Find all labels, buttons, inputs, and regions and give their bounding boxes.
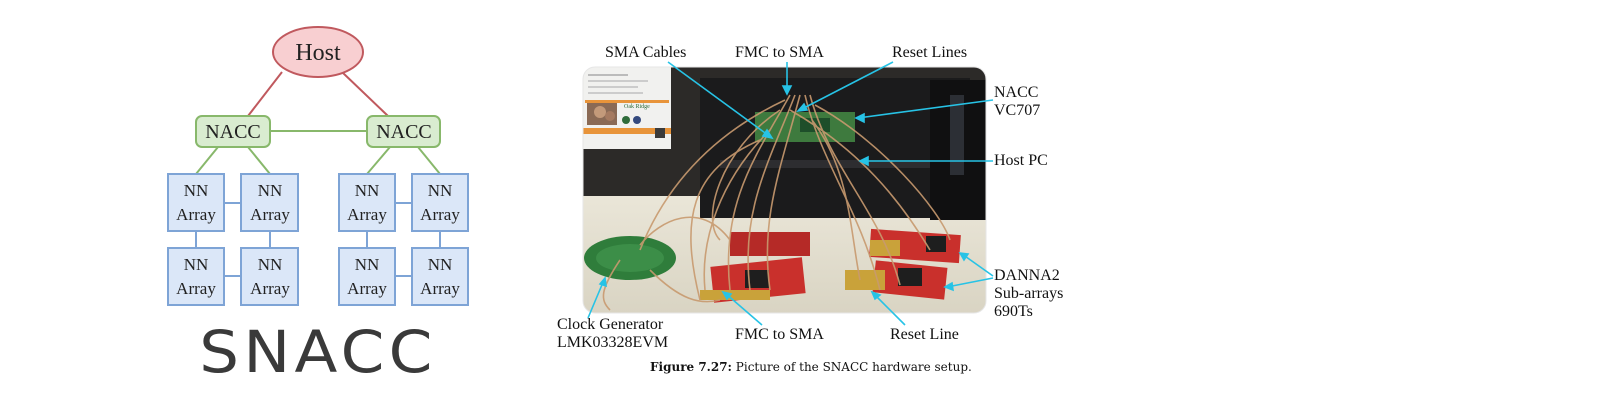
sma-cables (602, 94, 951, 311)
figure-caption-prefix: Figure 7.27: (650, 360, 732, 374)
snacc-logo: SNACC (199, 319, 436, 386)
nacc-right-label: NACC (376, 121, 432, 143)
hardware-photo: Oak Ridge (583, 67, 986, 313)
nn-array-label-line2: Array (420, 279, 460, 298)
nn-array-node: NN Array (411, 173, 469, 232)
label-danna2-line2: Sub-arrays (994, 285, 1064, 302)
label-sma-cables: SMA Cables (605, 44, 687, 61)
nn-array-node: NN Array (240, 247, 299, 306)
nn-array-node: NN Array (338, 173, 396, 232)
label-clock-line2: LMK03328EVM (557, 334, 669, 351)
label-nacc-line1: NACC (994, 84, 1039, 101)
nacc-right-to-nn3 (366, 146, 391, 175)
pointer-fmc-bottom (724, 292, 763, 326)
pointer-danna2-b (946, 277, 994, 288)
figure-caption-text: Picture of the SNACC hardware setup. (731, 360, 972, 374)
label-fmc-to-sma-top: FMC to SMA (735, 44, 824, 61)
nn-array-label-line2: Array (250, 279, 290, 298)
nn-array-label-line1: NN (355, 181, 380, 200)
host-to-nacc-right-edge (341, 71, 389, 117)
host-node (272, 26, 364, 78)
label-clock-line1: Clock Generator (557, 316, 664, 333)
nn-array-label-line2: Array (420, 205, 460, 224)
pointer-reset-line (873, 293, 906, 326)
pointer-reset-lines (799, 61, 894, 111)
nacc-right-to-nn4 (417, 146, 441, 175)
diagram-connectors (195, 71, 441, 277)
nn-array-node: NN Array (411, 247, 469, 306)
nacc-left-to-nn1 (195, 146, 219, 175)
label-reset-lines: Reset Lines (892, 44, 968, 61)
poster: Oak Ridge (583, 67, 671, 149)
nn-array-label-line1: NN (428, 255, 453, 274)
photo-pointers (587, 61, 994, 326)
nacc-left-label: NACC (205, 121, 261, 143)
nn-array-label-line1: NN (258, 181, 283, 200)
pointer-nacc (857, 99, 994, 119)
label-fmc-to-sma-bottom: FMC to SMA (735, 326, 824, 343)
label-danna2-line3: 690Ts (994, 303, 1033, 320)
label-danna2-line1: DANNA2 (994, 267, 1060, 284)
label-nacc-line2: VC707 (994, 102, 1041, 119)
nn-array-label-line2: Array (347, 205, 387, 224)
nn-array-node: NN Array (167, 247, 225, 306)
label-reset-line: Reset Line (890, 326, 959, 343)
nn-array-node: NN Array (167, 173, 225, 232)
pointer-clock (587, 279, 605, 319)
poster-text: Oak Ridge (624, 104, 650, 110)
nacc-left-to-nn2 (247, 146, 271, 175)
host-label: Host (295, 40, 341, 66)
pointer-danna2-a (961, 253, 994, 277)
nn-array-label-line1: NN (258, 255, 283, 274)
pointer-sma-cables (667, 61, 773, 139)
nn-array-label-line2: Array (250, 205, 290, 224)
nn-array-label-line1: NN (355, 255, 380, 274)
photo-frame (582, 66, 987, 314)
label-host-pc: Host PC (994, 152, 1048, 169)
nn-array-grid: NN Array NN Array NN Array NN Array NN A… (167, 173, 469, 306)
nn-array-node: NN Array (240, 173, 299, 232)
nacc-right-node (366, 115, 441, 148)
nn-array-label-line2: Array (176, 205, 216, 224)
danna2-boards (700, 228, 961, 303)
nn-array-label-line1: NN (428, 181, 453, 200)
host-to-nacc-left-edge (247, 71, 283, 117)
nn-array-label-line1: NN (184, 181, 209, 200)
nn-array-label-line1: NN (184, 255, 209, 274)
snacc-architecture-diagram: Host NACC NACC NN Array NN Array NN Arra… (167, 26, 469, 386)
nn-array-node: NN Array (338, 247, 396, 306)
nacc-left-node (195, 115, 271, 148)
nn-array-label-line2: Array (176, 279, 216, 298)
nn-array-label-line2: Array (347, 279, 387, 298)
